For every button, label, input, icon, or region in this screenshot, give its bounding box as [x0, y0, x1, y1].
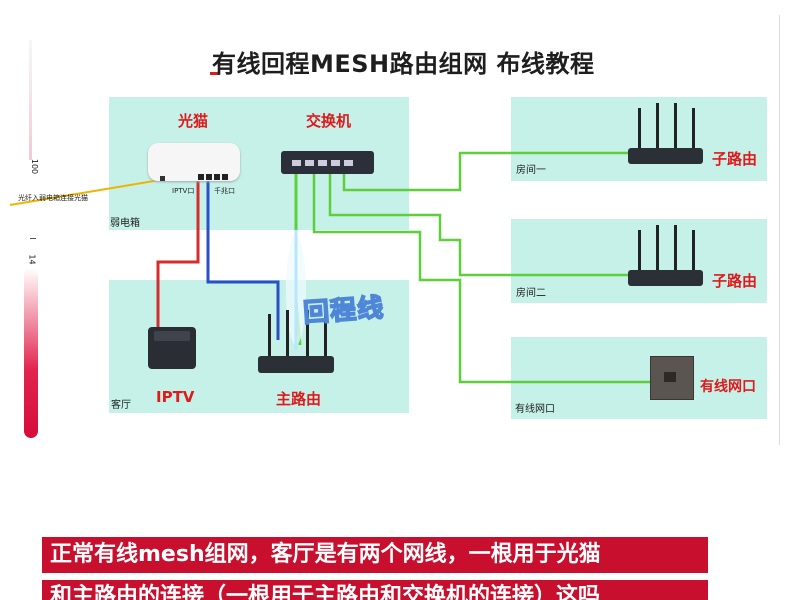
switch-port-3 [318, 160, 327, 166]
cable-green-wired [312, 172, 652, 384]
sub-router-2-antenna-2 [656, 225, 659, 270]
sub-router-2-label: 子路由 [712, 272, 758, 290]
switch-port-2 [305, 160, 314, 166]
sub-router-1-label: 子路由 [712, 150, 758, 168]
modem-port-4 [222, 174, 228, 180]
weak-box-label: 弱电箱 [110, 218, 140, 229]
switch-port-4 [331, 160, 340, 166]
sub-router-1-antenna-3 [674, 103, 677, 148]
cable-red-iptv [156, 180, 200, 330]
iptv-box-top [154, 331, 190, 341]
wired-port-room-label: 有线网口 [515, 404, 555, 415]
gauge-bar [24, 268, 38, 438]
page-title: 有线回程MESH路由组网 布线教程 [212, 50, 595, 78]
cable-green-room2 [328, 170, 650, 277]
fiber-note: 光纤入弱电箱连接光猫 [18, 194, 88, 202]
modem-port-3 [214, 174, 220, 180]
modem-port-1 [198, 174, 204, 180]
iptv-label: IPTV [156, 388, 195, 406]
sub-router-1-antenna-2 [656, 103, 659, 148]
living-room-label: 客厅 [111, 400, 131, 411]
optical-modem-label: 光猫 [178, 112, 209, 130]
modem-port-iptv-label: IPTV口 [172, 187, 195, 195]
main-router-antenna-3 [306, 310, 309, 356]
gauge-dash [30, 238, 36, 239]
caption-line-1: 正常有线mesh组网，客厅是有两个网线，一根用于光猫 [42, 537, 708, 573]
main-router-body [258, 356, 334, 373]
modem-port-lan-label: 千兆口 [214, 187, 235, 195]
backhaul-label: 回程线 [301, 292, 386, 329]
wall-port-socket [664, 372, 676, 382]
sub-router-1-body [628, 148, 703, 164]
cable-blue-main [206, 180, 280, 340]
main-router-antenna-2 [286, 310, 289, 356]
switch-device [281, 151, 374, 174]
modem-port-2 [206, 174, 212, 180]
modem-fiber-port [160, 176, 165, 181]
switch-port-1 [292, 160, 301, 166]
wired-port-label: 有线网口 [700, 379, 756, 395]
fiber-cable [9, 179, 161, 206]
sub-router-2-antenna-1 [638, 230, 641, 270]
sub-router-1-antenna-4 [692, 108, 695, 148]
title-accent [210, 72, 220, 75]
divider-line [779, 15, 780, 445]
room-2-label: 房间二 [516, 288, 546, 299]
sub-router-1-antenna-1 [638, 108, 641, 148]
main-router-antenna-1 [268, 314, 271, 356]
sub-router-2-antenna-4 [692, 230, 695, 270]
room-1-label: 房间一 [516, 165, 546, 176]
sub-router-2-body [628, 270, 703, 286]
panel-wired-port [511, 337, 767, 419]
gauge-track [29, 40, 32, 160]
sub-router-2-antenna-3 [674, 225, 677, 270]
caption-line-2: 和主路由的连接（一根用于主路由和交换机的连接）这吗 [42, 580, 708, 600]
cable-green-room1 [342, 151, 650, 192]
switch-label: 交换机 [306, 112, 352, 130]
main-router-antenna-4 [324, 314, 327, 356]
switch-port-5 [344, 160, 353, 166]
main-router-label: 主路由 [276, 390, 322, 408]
